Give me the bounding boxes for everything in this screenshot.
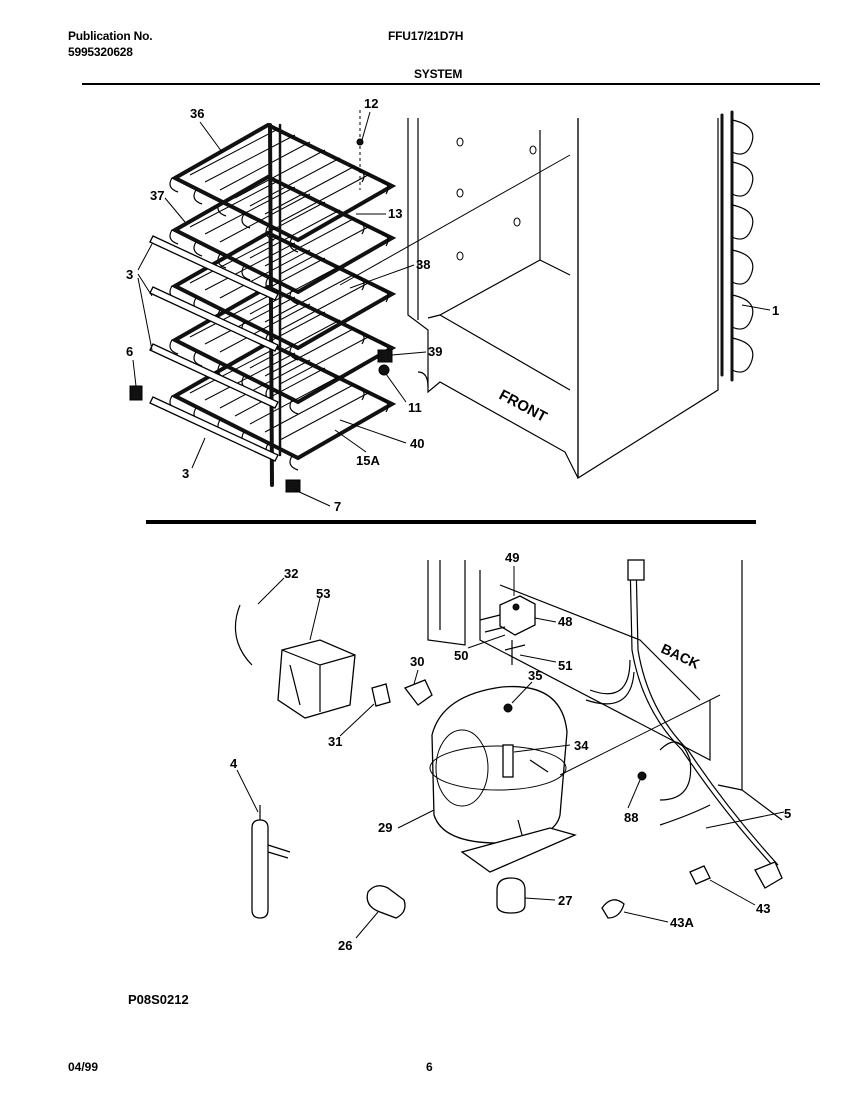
callout-49: 49 bbox=[505, 550, 519, 565]
drain-part-7 bbox=[285, 479, 301, 493]
evaporator-coil-shelves bbox=[168, 122, 397, 487]
callout-5: 5 bbox=[784, 806, 791, 821]
diagram-code: P08S0212 bbox=[128, 992, 189, 1007]
callout-38: 38 bbox=[416, 257, 430, 272]
callout-3-lower: 3 bbox=[182, 466, 189, 481]
callout-36: 36 bbox=[190, 106, 204, 121]
screw-part-88 bbox=[637, 771, 647, 781]
callout-37: 37 bbox=[150, 188, 164, 203]
valve-part-49 bbox=[479, 595, 536, 665]
callout-35: 35 bbox=[528, 668, 542, 683]
callout-50: 50 bbox=[454, 648, 468, 663]
shelf-rails bbox=[149, 235, 279, 462]
callout-29: 29 bbox=[378, 820, 392, 835]
overload-part-31 bbox=[371, 683, 391, 707]
callout-32: 32 bbox=[284, 566, 298, 581]
page-number: 6 bbox=[426, 1060, 433, 1074]
front-label: FRONT bbox=[496, 387, 550, 426]
callout-3-upper: 3 bbox=[126, 267, 133, 282]
callout-39: 39 bbox=[428, 344, 442, 359]
grommet-part-27 bbox=[496, 877, 526, 914]
callout-34: 34 bbox=[574, 738, 589, 753]
callout-31: 31 bbox=[328, 734, 342, 749]
section-title: SYSTEM bbox=[414, 67, 463, 81]
clip-part-6 bbox=[129, 385, 143, 401]
callout-4: 4 bbox=[230, 756, 238, 771]
publication-label: Publication No. bbox=[68, 29, 153, 43]
callout-1: 1 bbox=[772, 303, 779, 318]
callout-43: 43 bbox=[756, 901, 770, 916]
clip-part-43 bbox=[689, 865, 711, 885]
back-label: BACK bbox=[659, 640, 702, 672]
callout-53: 53 bbox=[316, 586, 330, 601]
back-reference-line bbox=[559, 694, 721, 776]
relay-part-30 bbox=[403, 679, 433, 706]
callout-12: 12 bbox=[364, 96, 378, 111]
callout-30: 30 bbox=[410, 654, 424, 669]
evaporator-cabinet-diagram: 36 12 37 13 38 3 6 39 11 40 15A 3 7 1 FR… bbox=[126, 96, 779, 514]
compressor-part-29 bbox=[429, 685, 577, 873]
callout-11: 11 bbox=[408, 400, 422, 415]
callout-27: 27 bbox=[558, 893, 572, 908]
terminal-cover-part-53 bbox=[277, 639, 356, 719]
clip-part-43a bbox=[601, 899, 625, 919]
bracket-part-39 bbox=[377, 349, 393, 363]
footer-date: 04/99 bbox=[68, 1060, 99, 1074]
cabinet-outline bbox=[339, 118, 719, 480]
callout-6: 6 bbox=[126, 344, 133, 359]
callout-leaders bbox=[132, 111, 771, 507]
screw-part-11 bbox=[378, 364, 390, 376]
callout-40: 40 bbox=[410, 436, 424, 451]
header-rule bbox=[82, 83, 820, 85]
callout-43a: 43A bbox=[670, 915, 694, 930]
callout-51: 51 bbox=[558, 658, 572, 673]
clamp-part-26 bbox=[366, 885, 406, 919]
condenser-coil bbox=[720, 110, 754, 382]
callout-13: 13 bbox=[388, 206, 402, 221]
callout-7: 7 bbox=[334, 499, 341, 514]
section-divider bbox=[146, 520, 756, 524]
callout-88: 88 bbox=[624, 810, 638, 825]
publication-number: 5995320628 bbox=[68, 45, 133, 59]
cabinet-back-outline bbox=[427, 560, 783, 821]
filter-drier-part-4 bbox=[251, 805, 291, 919]
model-number: FFU17/21D7H bbox=[388, 29, 464, 43]
part-12 bbox=[356, 138, 364, 146]
callout-48: 48 bbox=[558, 614, 572, 629]
callout-15a: 15A bbox=[356, 453, 380, 468]
wire-part-32 bbox=[234, 604, 253, 666]
power-cord-part-5 bbox=[585, 559, 783, 889]
callout-leaders-bottom bbox=[236, 566, 785, 939]
callout-26: 26 bbox=[338, 938, 352, 953]
